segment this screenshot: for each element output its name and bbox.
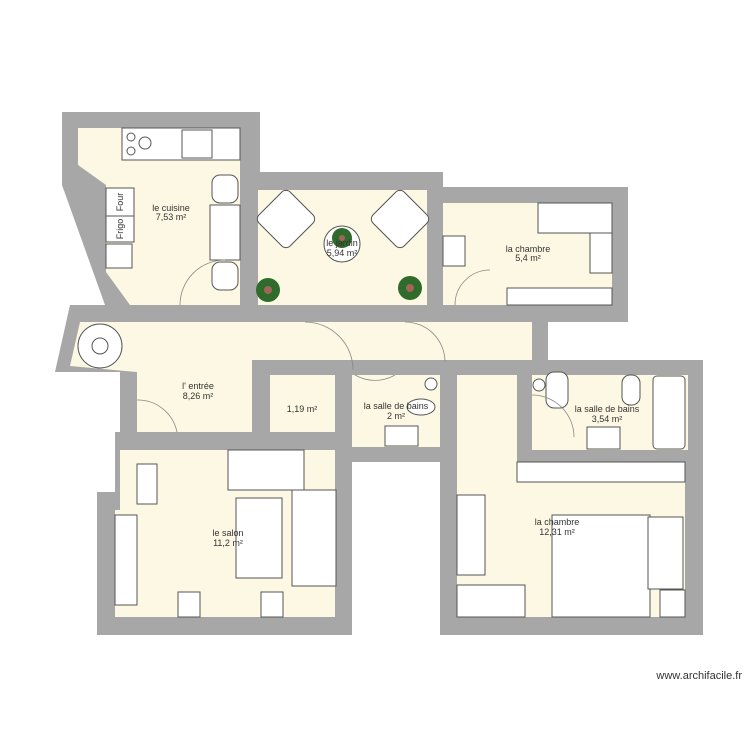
room-small <box>270 375 335 432</box>
armchair <box>256 189 316 249</box>
room-name: le cuisine <box>152 203 190 213</box>
sofa <box>291 489 337 587</box>
tv-unit <box>114 514 138 606</box>
room-name: la salle de bains <box>575 404 640 414</box>
bidet <box>621 374 641 406</box>
sofa <box>227 449 305 491</box>
washbasin <box>384 425 419 447</box>
floors <box>70 128 688 617</box>
room-area: 5,4 m² <box>515 253 541 263</box>
room-area: 7,53 m² <box>156 212 187 222</box>
bathtub <box>652 375 686 450</box>
bed <box>551 514 651 618</box>
stove-icon <box>126 132 136 142</box>
washbasin <box>586 426 621 450</box>
room-name: le jardin <box>326 238 358 248</box>
watermark: www.archifacile.fr <box>655 670 742 682</box>
desk <box>442 235 466 267</box>
room-name: le salon <box>212 528 243 538</box>
room-area: 12,31 m² <box>539 527 575 537</box>
sink-icon <box>181 129 213 159</box>
toilet-icon <box>424 377 438 391</box>
room-labels: le cuisine 7,53 m² le jardin 5,94 m² la … <box>115 193 640 548</box>
furniture <box>77 127 686 618</box>
oven <box>105 187 135 217</box>
oven-label: Four <box>115 193 125 212</box>
room-name: la salle de bains <box>364 401 429 411</box>
fridge <box>105 215 135 243</box>
room-area: 8,26 m² <box>183 391 214 401</box>
room-name: la chambre <box>535 517 580 527</box>
dining-table <box>209 204 241 261</box>
doors <box>136 259 575 438</box>
fridge-label: Frigo <box>115 219 125 240</box>
room-entrance <box>70 322 532 432</box>
room-area: 1,19 m² <box>287 404 318 414</box>
room-area: 3,54 m² <box>592 414 623 424</box>
room-name: la chambre <box>506 244 551 254</box>
room-area: 5,94 m² <box>327 248 358 258</box>
wardrobe <box>516 461 686 483</box>
coffee-table <box>235 497 283 579</box>
bed <box>537 202 613 234</box>
room-name: l' entrée <box>182 381 214 391</box>
armchair <box>370 189 430 249</box>
room-area: 11,2 m² <box>213 538 243 548</box>
room-area: 2 m² <box>387 411 405 421</box>
toilet-icon <box>545 371 569 409</box>
